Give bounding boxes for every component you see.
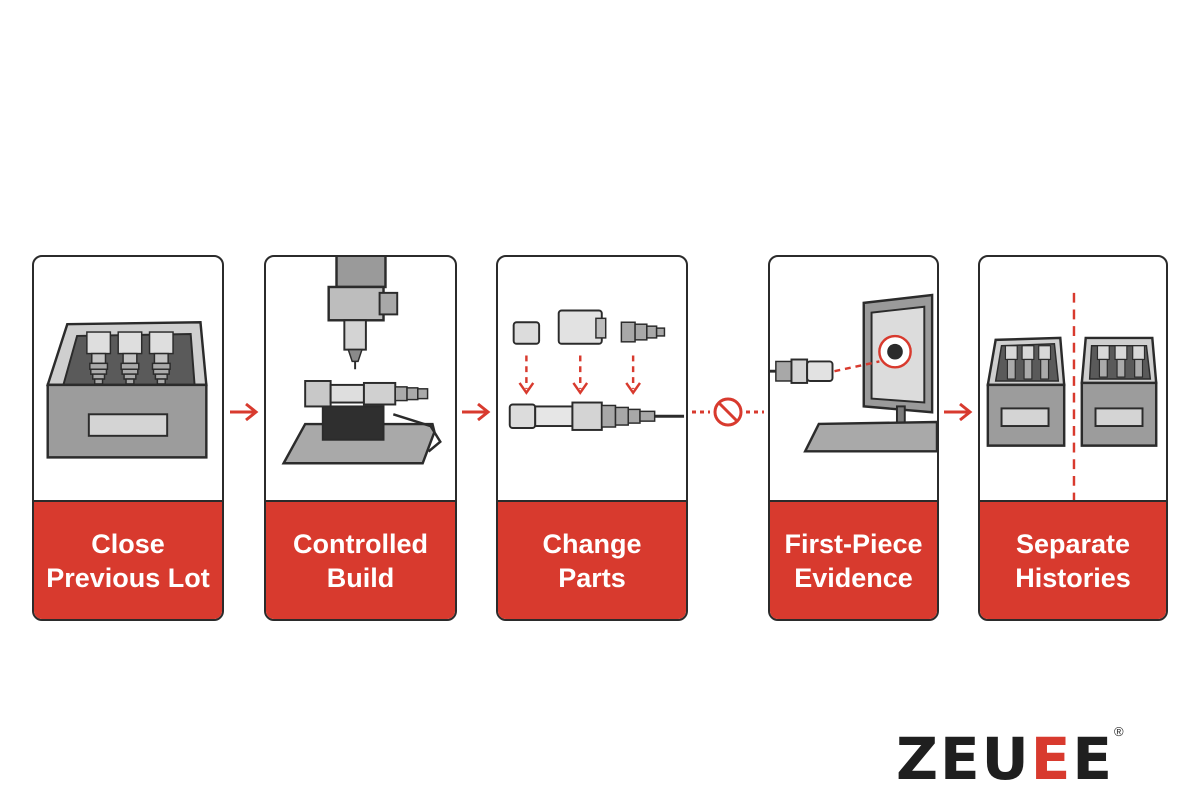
arrow-icon bbox=[944, 402, 973, 422]
step-label: Close Previous Lot bbox=[34, 500, 222, 619]
step-card-first-piece-evidence: First-Piece Evidence bbox=[768, 255, 939, 621]
no-entry-icon bbox=[692, 397, 764, 427]
step-label-line-2: Parts bbox=[558, 562, 626, 593]
step-label-line-1: Close bbox=[91, 528, 165, 559]
step-label-line-1: First-Piece bbox=[784, 528, 923, 559]
step-label: First-Piece Evidence bbox=[770, 500, 937, 619]
registered-mark: ® bbox=[1114, 724, 1124, 739]
step-label-line-2: Histories bbox=[1015, 562, 1131, 593]
logo-text-left: ZEU bbox=[896, 725, 1031, 793]
step-label: Change Parts bbox=[498, 500, 686, 619]
arrow-icon bbox=[230, 402, 259, 422]
step-card-close-previous-lot: Close Previous Lot bbox=[32, 255, 224, 621]
step-label-line-2: Evidence bbox=[794, 562, 913, 593]
arrow-icon bbox=[462, 402, 491, 422]
logo-text-accent: E bbox=[1030, 725, 1073, 793]
step-label-line-1: Controlled bbox=[293, 528, 428, 559]
press-station-icon bbox=[281, 257, 442, 465]
separated-trays-icon bbox=[986, 292, 1158, 502]
step-card-controlled-build: Controlled Build bbox=[264, 255, 457, 621]
step-label: Separate Histories bbox=[980, 500, 1166, 619]
step-card-separate-histories: Separate Histories bbox=[978, 255, 1168, 621]
step-card-change-parts: Change Parts bbox=[496, 255, 688, 621]
connector-parts-icon bbox=[508, 309, 685, 431]
step-label-line-1: Separate bbox=[1015, 528, 1131, 559]
step-label-line-2: Build bbox=[326, 562, 395, 593]
step-label: Controlled Build bbox=[266, 500, 455, 619]
brand-logo: ZEUEE bbox=[896, 730, 1114, 788]
inspection-monitor-icon bbox=[770, 293, 937, 453]
logo-text-right: E bbox=[1072, 725, 1115, 793]
connector-tray-icon bbox=[46, 320, 208, 459]
step-label-line-2: Previous Lot bbox=[46, 562, 210, 593]
step-label-line-1: Change bbox=[542, 528, 642, 559]
